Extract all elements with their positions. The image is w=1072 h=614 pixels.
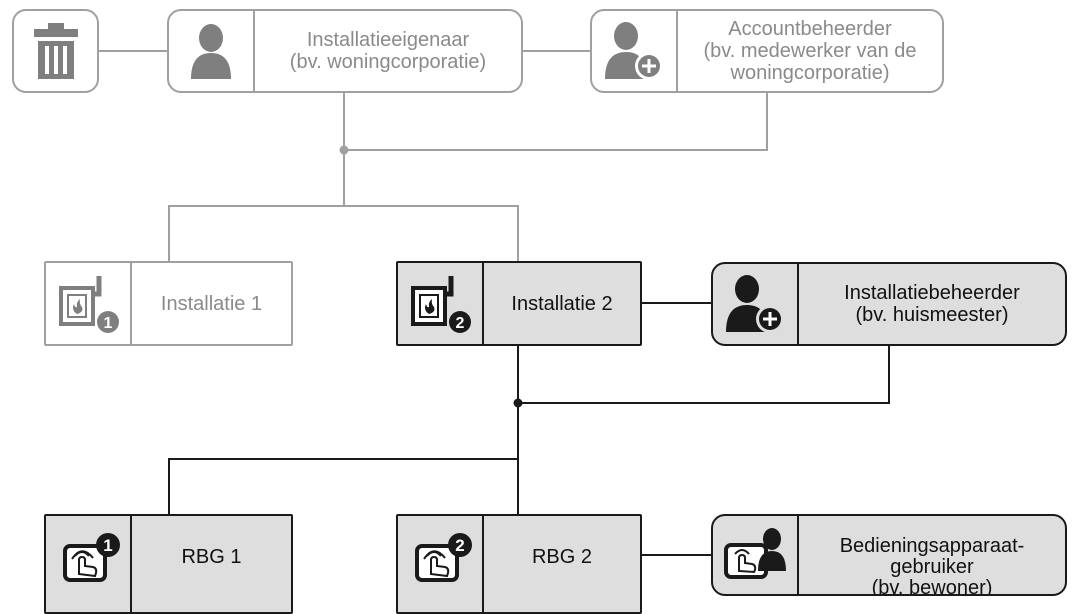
rbg-user-node[interactable]: Bedieningsapparaat- gebruiker (bv. bewon…: [711, 514, 1067, 596]
installation-2-node[interactable]: 2 Installatie 2: [396, 261, 642, 346]
panel-user-icon: [713, 516, 799, 594]
connector-installations: [168, 205, 519, 261]
boiler-icon: 1: [46, 263, 132, 344]
person-icon: [169, 11, 255, 91]
connector-rbg1: [168, 458, 518, 514]
connector-admin-join: [344, 93, 768, 151]
person-add-icon: [592, 11, 678, 91]
rbg-1-label: RBG 1: [181, 546, 242, 568]
installation-admin-label: Installatiebeheerder (bv. huismeester): [844, 282, 1020, 326]
installation-admin-node[interactable]: Installatiebeheerder (bv. huismeester): [711, 262, 1067, 346]
installation-1-label: Installatie 1: [160, 292, 263, 315]
person-add-icon: [713, 264, 799, 344]
hierarchy-diagram: Installatieeigenaar (bv. woningcorporati…: [12, 9, 1067, 614]
owner-node[interactable]: Installatieeigenaar (bv. woningcorporati…: [167, 9, 523, 93]
connector-lines: [99, 50, 890, 556]
touch-panel-icon: 1: [46, 516, 132, 612]
owner-label: Installatieeigenaar (bv. woningcorporati…: [289, 29, 487, 73]
installation-1-badge: 1: [104, 315, 113, 332]
installation-1-node[interactable]: 1 Installatie 1: [44, 261, 293, 346]
rbg-2-label: RBG 2: [531, 546, 593, 568]
rbg-user-label: Bedieningsapparaat- gebruiker (bv. bewon…: [839, 535, 1025, 596]
rbg-1-badge: 1: [103, 536, 112, 555]
trash-box[interactable]: [12, 9, 99, 93]
junction-dot-grey: [339, 145, 349, 155]
installation-2-badge: 2: [456, 315, 465, 332]
rbg-2-badge: 2: [455, 536, 464, 555]
touch-panel-icon: 2: [398, 516, 484, 612]
trash-icon[interactable]: [14, 11, 97, 91]
account-admin-label: Accountbeheerder (bv. medewerker van de …: [703, 18, 917, 84]
junction-dot-dark: [513, 398, 523, 408]
connector-instadmin-join: [518, 346, 890, 404]
account-admin-node[interactable]: Accountbeheerder (bv. medewerker van de …: [590, 9, 944, 93]
boiler-icon: 2: [398, 263, 484, 344]
dark-connectors: [168, 302, 890, 556]
installation-2-label: Installatie 2: [511, 292, 613, 315]
rbg-1-node[interactable]: 1 RBG 1: [44, 514, 293, 614]
rbg-2-node[interactable]: 2 RBG 2: [396, 514, 642, 614]
